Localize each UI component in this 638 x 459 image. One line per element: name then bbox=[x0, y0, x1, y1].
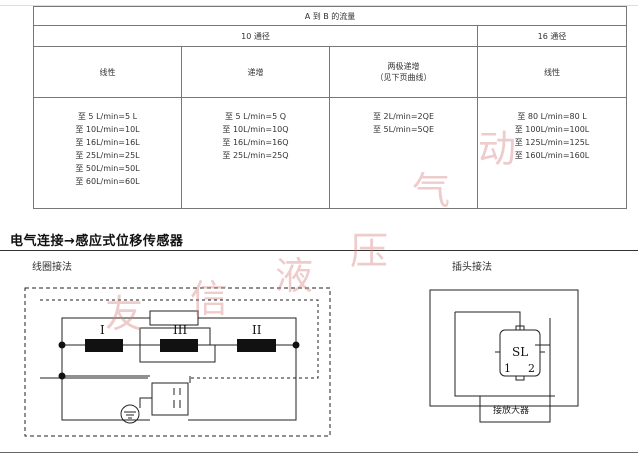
watermark-char: 动 bbox=[478, 127, 517, 171]
resistor-box bbox=[149, 310, 199, 326]
connector-notch bbox=[495, 325, 545, 381]
value-cell: 至 5L/min=5QE bbox=[372, 125, 434, 134]
value-cell: 至 16L/min=16L bbox=[75, 138, 140, 147]
value-cell: 至 5 L/min=5 L bbox=[77, 112, 138, 121]
switch-contacts bbox=[173, 388, 181, 408]
ground-lead bbox=[139, 397, 152, 408]
col-header-dual-progressive: 两极递增 （见下页曲线） bbox=[329, 46, 478, 98]
coil-ii bbox=[237, 339, 276, 352]
watermark-char: 压 bbox=[350, 229, 389, 273]
value-cell: 至 25L/min=25Q bbox=[222, 151, 289, 160]
col-header-linear-16: 线性 bbox=[476, 46, 628, 98]
coil-center-wire bbox=[139, 327, 211, 345]
coil-label-iii: III bbox=[173, 323, 187, 337]
bottom-rule bbox=[0, 452, 638, 453]
value-cell: 至 160L/min=160L bbox=[514, 151, 590, 160]
pin-label-1: 1 bbox=[504, 362, 511, 375]
amplifier-label: 接放大器 bbox=[493, 404, 529, 416]
coil-i bbox=[85, 339, 123, 352]
plug-inner-wire bbox=[454, 311, 521, 397]
coil-label-i: I bbox=[100, 323, 105, 337]
flow-table: A 到 B 的流量 10 通径 16 通径 线性 递增 两极递增 （见下页曲线）… bbox=[32, 6, 628, 209]
pin-label-2: 2 bbox=[528, 362, 535, 375]
coil-frame bbox=[24, 287, 331, 437]
watermark-char: 友 bbox=[105, 292, 144, 336]
col-values-dual-progressive: 至 2L/min=2QE 至 5L/min=5QE bbox=[329, 97, 478, 209]
value-cell: 至 10L/min=10L bbox=[75, 125, 140, 134]
connector-body bbox=[499, 329, 541, 377]
junction-dot bbox=[58, 341, 66, 349]
plug-right-wire bbox=[535, 318, 555, 397]
watermark-char: 气 bbox=[412, 169, 451, 213]
value-cell: 至 60L/min=60L bbox=[75, 177, 140, 186]
coil-label-ii: II bbox=[252, 323, 262, 337]
plug-frame bbox=[429, 289, 579, 407]
value-cell: 至 10L/min=10Q bbox=[222, 125, 289, 134]
section-rule bbox=[0, 250, 638, 251]
value-cell: 至 16L/min=16Q bbox=[222, 138, 289, 147]
coil-left-wire bbox=[61, 345, 150, 421]
col-values-progressive: 至 5 L/min=5 Q 至 10L/min=10Q 至 16L/min=16… bbox=[181, 97, 330, 209]
ground-symbol bbox=[120, 404, 140, 424]
value-cell: 至 25L/min=25L bbox=[75, 151, 140, 160]
col-values-linear-10: 至 5 L/min=5 L 至 10L/min=10L 至 16L/min=16… bbox=[33, 97, 182, 209]
coil-enclosure bbox=[40, 299, 319, 379]
value-cell: 至 100L/min=100L bbox=[514, 125, 590, 134]
amplifier-box bbox=[479, 395, 551, 423]
coil-iii bbox=[160, 339, 198, 352]
section-title: 电气连接→感应式位移传感器 bbox=[10, 234, 184, 249]
coil-lower-wire bbox=[139, 345, 216, 363]
value-cell: 至 5 L/min=5 Q bbox=[224, 112, 287, 121]
coil-top-wire bbox=[61, 317, 297, 345]
value-cell: 至 125L/min=125L bbox=[514, 138, 590, 147]
watermark-char: 信 bbox=[190, 277, 229, 321]
value-cell: 至 50L/min=50L bbox=[75, 164, 140, 173]
ground-lines bbox=[124, 411, 136, 419]
value-cell: 至 80 L/min=80 L bbox=[517, 112, 587, 121]
coil-right-wire bbox=[188, 345, 297, 421]
col-values-linear-16: 至 80 L/min=80 L 至 100L/min=100L 至 125L/m… bbox=[476, 97, 628, 209]
top-rule bbox=[0, 5, 638, 6]
watermark-char: 液 bbox=[275, 254, 314, 298]
junction-dot bbox=[292, 341, 300, 349]
junction-dot bbox=[58, 372, 66, 380]
plug-wiring-title: 插头接法 bbox=[452, 262, 492, 273]
value-cell: 至 2L/min=2QE bbox=[372, 112, 434, 121]
connector-label: SL bbox=[512, 345, 528, 359]
col-header-progressive: 递增 bbox=[181, 46, 330, 98]
switch-lead bbox=[62, 375, 191, 383]
switch-box bbox=[151, 382, 189, 416]
coil-wiring-title: 线圈接法 bbox=[32, 262, 72, 273]
